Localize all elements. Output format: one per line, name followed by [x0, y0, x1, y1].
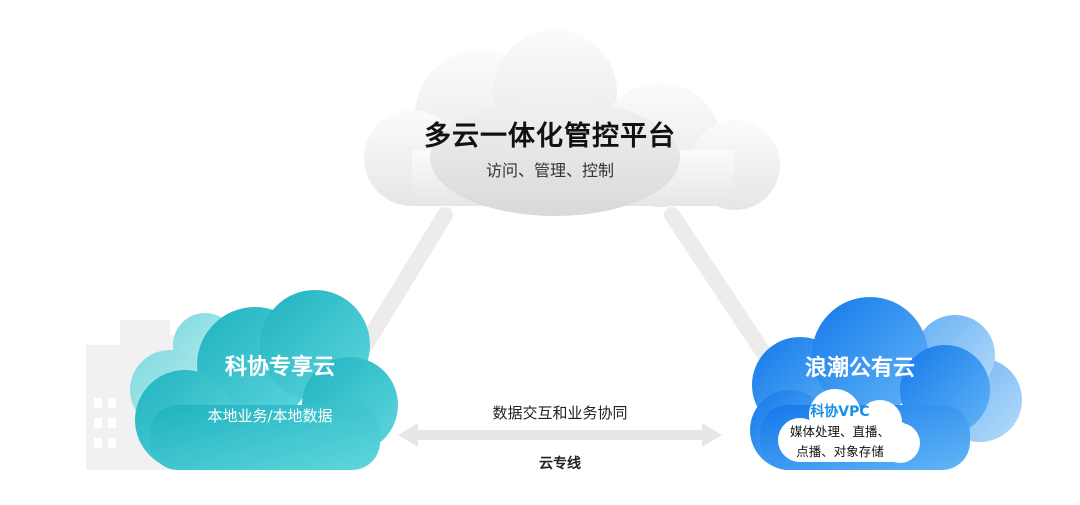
private-cloud-subtitle: 本地业务/本地数据 — [207, 407, 333, 425]
link-sublabel: 云专线 — [539, 456, 581, 472]
public-cloud-title: 浪潮公有云 — [804, 356, 915, 381]
vpc-title: 科协VPC — [810, 404, 870, 420]
platform-title: 多云一体化管控平台 — [424, 121, 676, 152]
private-cloud-title: 科协专享云 — [224, 355, 335, 380]
vpc-cloud — [778, 389, 920, 463]
connector-lines — [327, 207, 793, 403]
platform-cloud — [364, 30, 780, 216]
double-arrow-icon — [398, 423, 722, 447]
vpc-services-line2: 点播、对象存储 — [796, 444, 884, 459]
platform-subtitle: 访问、管理、控制 — [485, 161, 614, 180]
private-cloud — [130, 290, 398, 470]
link-label: 数据交互和业务协同 — [492, 404, 628, 422]
building-windows — [94, 398, 116, 448]
public-cloud — [750, 297, 1022, 470]
vpc-services-line1: 媒体处理、直播、 — [789, 424, 890, 439]
